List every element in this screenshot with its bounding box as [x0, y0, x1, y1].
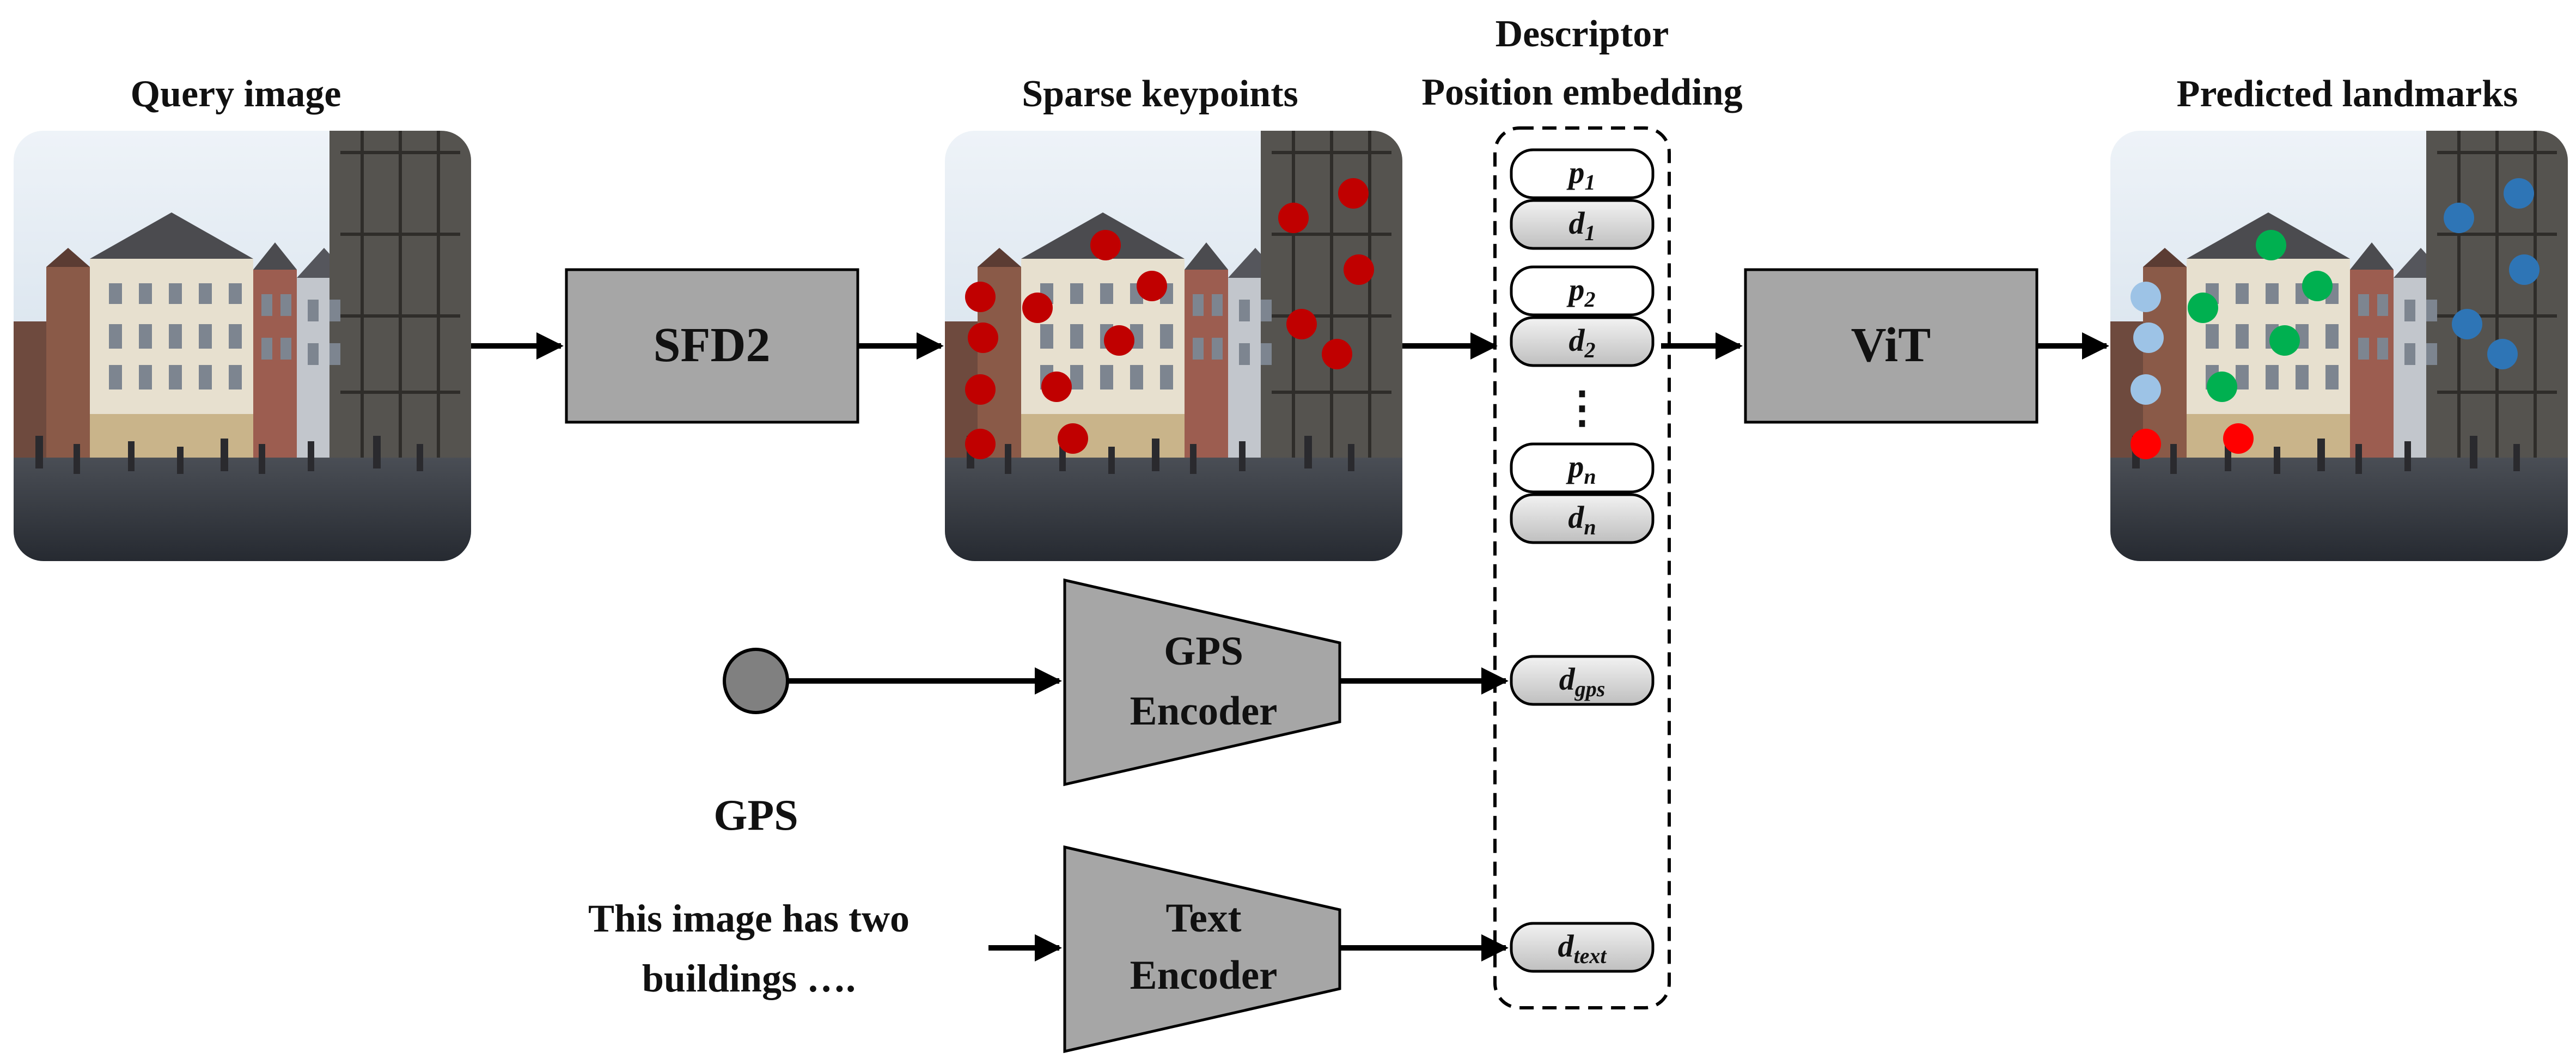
text-prompt-line2: buildings ….	[642, 957, 856, 1000]
query-image	[14, 131, 471, 561]
landmark-marker	[2131, 282, 2161, 312]
keypoint-marker	[1286, 309, 1317, 339]
keypoint-marker	[1322, 339, 1352, 369]
gps-encoder-label-line1: GPS	[1164, 629, 1243, 674]
token-dn: dn	[1510, 493, 1655, 544]
position-embedding-title: Position embedding	[1421, 71, 1742, 113]
vit-label: ViT	[1851, 318, 1931, 372]
landmark-marker	[2223, 423, 2254, 454]
svg-text:d2: d2	[1569, 322, 1596, 362]
text-prompt-line1: This image has two	[588, 897, 909, 940]
token-d1: d1	[1510, 199, 1655, 250]
keypoints-image	[945, 131, 1402, 561]
sparse-keypoints-title: Sparse keypoints	[1022, 73, 1298, 115]
keypoint-marker	[968, 322, 998, 353]
landmark-marker	[2269, 325, 2300, 356]
token-ellipsis: ⋮	[1560, 384, 1604, 432]
keypoint-marker	[965, 374, 996, 405]
landmark-marker	[2131, 374, 2161, 405]
gps-node	[723, 648, 789, 714]
svg-text:p1: p1	[1566, 155, 1596, 194]
keypoint-marker	[1137, 271, 1167, 301]
vit-block	[1744, 268, 2038, 424]
token-pn: pn	[1510, 442, 1655, 494]
landmark-marker	[2133, 322, 2164, 353]
text-encoder-label-line2: Encoder	[1130, 953, 1278, 998]
keypoint-marker	[1104, 325, 1134, 356]
keypoint-marker	[1344, 254, 1374, 285]
landmark-marker	[2302, 271, 2333, 301]
text-encoder-block	[1063, 845, 1341, 1054]
gps-encoder-block	[1063, 578, 1341, 787]
landmark-marker	[2444, 203, 2474, 233]
keypoint-marker	[1022, 293, 1053, 323]
landmark-marker	[2509, 254, 2540, 285]
svg-text:dn: dn	[1568, 500, 1596, 539]
descriptor-title: Descriptor	[1495, 13, 1669, 55]
sfd2-label: SFD2	[653, 318, 770, 372]
landmark-marker	[2452, 309, 2482, 339]
landmarks-image	[2110, 131, 2568, 561]
gps-encoder-label-line2: Encoder	[1130, 689, 1278, 734]
landmark-marker	[2131, 429, 2161, 459]
token-p1: p1	[1510, 148, 1655, 199]
keypoint-marker	[965, 429, 996, 459]
query-image-title: Query image	[131, 73, 341, 115]
svg-text:p2: p2	[1566, 272, 1596, 312]
token-dgps: dgps	[1510, 655, 1655, 706]
landmark-marker	[2504, 178, 2534, 209]
landmark-marker	[2207, 372, 2237, 402]
token-d2: d2	[1510, 316, 1655, 367]
svg-text:d1: d1	[1569, 205, 1596, 245]
token-p2: p2	[1510, 265, 1655, 317]
token-dtext: dtext	[1510, 922, 1655, 973]
predicted-landmarks-title: Predicted landmarks	[2177, 73, 2518, 115]
gps-label: GPS	[713, 792, 798, 839]
svg-text:dgps: dgps	[1559, 661, 1606, 701]
keypoint-marker	[1338, 178, 1369, 209]
keypoint-marker	[1058, 423, 1088, 454]
svg-text:dtext: dtext	[1558, 928, 1608, 968]
landmark-marker	[2256, 230, 2286, 260]
text-encoder-label-line1: Text	[1166, 896, 1242, 941]
keypoint-marker	[1090, 230, 1121, 260]
keypoint-marker	[1278, 203, 1309, 233]
landmark-marker	[2487, 339, 2518, 369]
keypoint-marker	[1041, 372, 1072, 402]
svg-text:pn: pn	[1565, 449, 1596, 489]
sfd2-block	[565, 268, 859, 424]
token-sequence-box	[1493, 126, 1671, 1009]
landmark-marker	[2188, 293, 2218, 323]
keypoint-marker	[965, 282, 996, 312]
